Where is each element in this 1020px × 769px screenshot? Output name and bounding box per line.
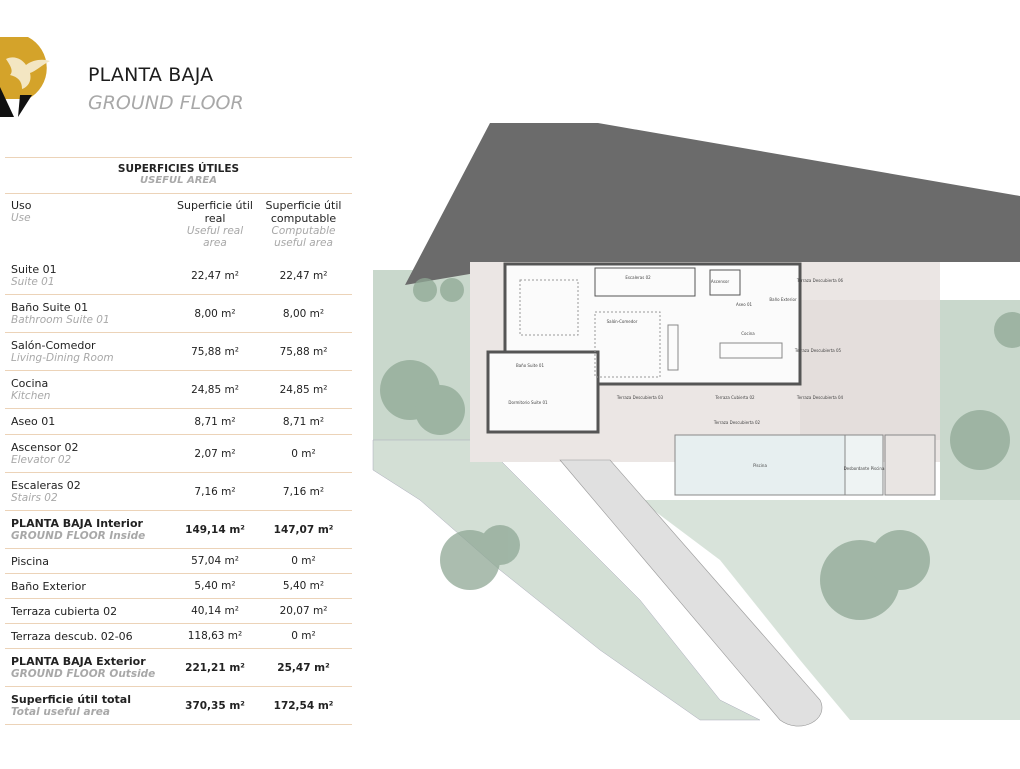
table-row: Piscina 57,04 m² 0 m² bbox=[5, 549, 352, 573]
room-label: Terraza Descubierta 06 bbox=[796, 278, 844, 283]
divider bbox=[5, 548, 352, 549]
real-area: 370,35 m² bbox=[185, 699, 245, 712]
computable-area: 172,54 m² bbox=[273, 699, 334, 712]
table-row: Aseo 01 8,71 m² 8,71 m² bbox=[5, 409, 352, 434]
divider bbox=[5, 408, 352, 409]
logo bbox=[0, 37, 66, 117]
page-subtitle: GROUND FLOOR bbox=[88, 92, 244, 114]
computable-area: 24,85 m² bbox=[279, 383, 328, 396]
divider bbox=[5, 598, 352, 599]
divider bbox=[5, 370, 352, 371]
computable-area: 25,47 m² bbox=[277, 661, 330, 674]
room-label: Terraza Descubierta 02 bbox=[713, 420, 761, 425]
divider bbox=[5, 434, 352, 435]
room-label: Baño Suite 01 bbox=[516, 363, 544, 368]
divider bbox=[5, 686, 352, 687]
table-title: SUPERFICIES ÚTILES USEFUL AREA bbox=[117, 163, 240, 186]
room-label: Terraza Descubierta 03 bbox=[616, 395, 664, 400]
computable-area: 0 m² bbox=[291, 555, 316, 567]
real-area: 57,04 m² bbox=[191, 555, 239, 567]
computable-area: 20,07 m² bbox=[279, 605, 328, 617]
real-area: 22,47 m² bbox=[191, 269, 239, 282]
computable-area: 22,47 m² bbox=[279, 269, 328, 282]
room-label: Baño Exterior bbox=[769, 297, 797, 302]
divider bbox=[5, 510, 352, 511]
room-label: Desbordante Piscina bbox=[844, 466, 885, 471]
computable-area: 5,40 m² bbox=[282, 580, 325, 592]
divider bbox=[5, 573, 352, 574]
trees bbox=[380, 278, 1020, 620]
terrain bbox=[405, 123, 1020, 285]
computable-area: 0 m² bbox=[291, 447, 316, 460]
computable-area: 147,07 m² bbox=[273, 523, 334, 536]
real-area: 221,21 m² bbox=[185, 661, 245, 674]
real-area: 8,00 m² bbox=[194, 307, 236, 320]
divider bbox=[5, 648, 352, 649]
room-label: Salón-Comedor bbox=[607, 319, 638, 324]
real-area: 24,85 m² bbox=[191, 383, 239, 396]
room-label: Dormitorio Suite 01 bbox=[508, 400, 548, 405]
computable-area: 75,88 m² bbox=[279, 345, 328, 358]
table-row: Baño Exterior 5,40 m² 5,40 m² bbox=[5, 574, 352, 598]
computable-area: 7,16 m² bbox=[282, 485, 325, 498]
room-label: Piscina bbox=[753, 463, 767, 468]
computable-area: 8,00 m² bbox=[282, 307, 325, 320]
room-label: Cocina bbox=[741, 331, 755, 336]
real-area: 8,71 m² bbox=[194, 415, 236, 428]
real-area: 149,14 m² bbox=[185, 523, 245, 536]
room-label: Terraza Descubierta 04 bbox=[796, 395, 844, 400]
real-area: 7,16 m² bbox=[194, 485, 236, 498]
room-label: Terraza Cubierta 02 bbox=[714, 395, 755, 400]
room-label: Aseo 01 bbox=[736, 302, 753, 307]
computable-area: 8,71 m² bbox=[282, 415, 325, 428]
real-area: 5,40 m² bbox=[194, 580, 236, 592]
real-area: 40,14 m² bbox=[191, 605, 239, 617]
computable-area: 0 m² bbox=[291, 630, 316, 642]
real-area: 2,07 m² bbox=[194, 447, 236, 460]
room-label: Ascensor bbox=[711, 279, 730, 284]
room-label: Escaleras 02 bbox=[625, 275, 651, 280]
divider bbox=[5, 472, 352, 473]
floor-plan: Escaleras 02 Ascensor Aseo 01 Baño Exter… bbox=[360, 110, 1020, 765]
divider bbox=[5, 623, 352, 624]
table-row: Terraza descub. 02-06 118,63 m² 0 m² bbox=[5, 624, 352, 648]
divider bbox=[5, 332, 352, 333]
table-row: Terraza cubierta 02 40,14 m² 20,07 m² bbox=[5, 599, 352, 623]
room-label: Terraza Descubierta 05 bbox=[794, 348, 842, 353]
divider bbox=[5, 724, 352, 725]
real-area: 118,63 m² bbox=[187, 630, 243, 642]
divider bbox=[5, 294, 352, 295]
page-title: PLANTA BAJA bbox=[88, 64, 214, 86]
real-area: 75,88 m² bbox=[191, 345, 239, 358]
